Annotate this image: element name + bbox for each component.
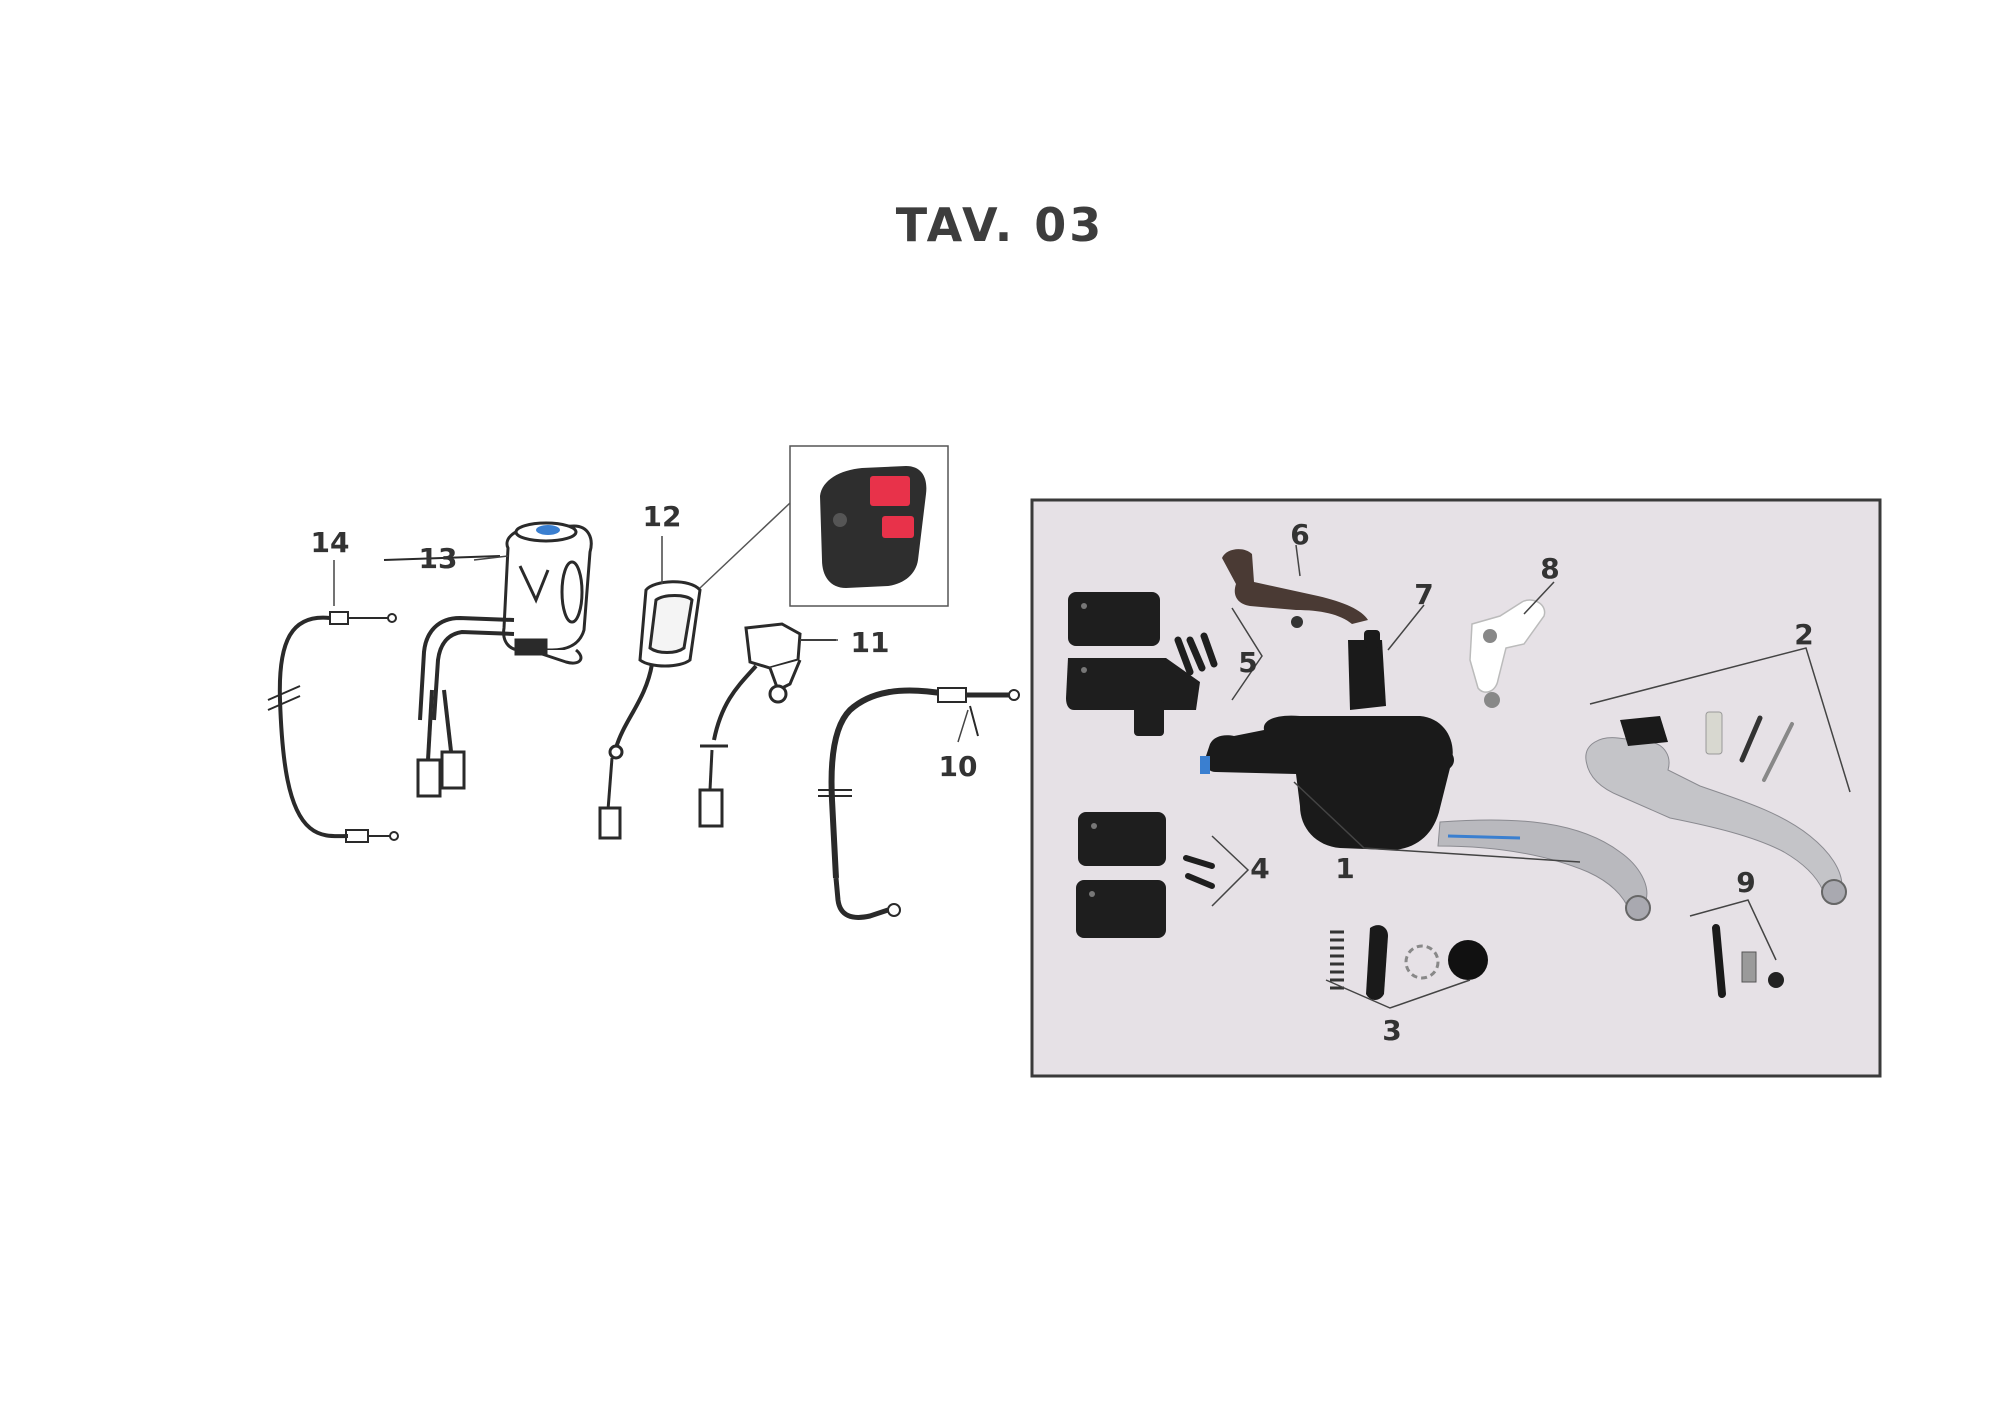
switch-inset xyxy=(699,445,949,607)
seal-kit-part xyxy=(1330,925,1488,1000)
switch-button-red-lower xyxy=(882,516,914,538)
master-cylinder-part xyxy=(1200,630,1651,921)
white-bracket-part xyxy=(1469,599,1546,708)
callout-labels: 1 2 3 4 5 6 7 8 9 10 11 12 13 14 xyxy=(311,500,1814,1047)
callout-6: 6 xyxy=(1290,518,1309,551)
callout-1: 1 xyxy=(1335,852,1354,885)
callout-7: 7 xyxy=(1414,578,1433,611)
callout-11: 11 xyxy=(851,626,890,659)
lever-adjuster-part xyxy=(1222,549,1368,628)
pivot-bolt-part xyxy=(1712,924,1784,998)
switch-cover-part xyxy=(598,580,702,840)
callout-13: 13 xyxy=(419,542,458,575)
leader-lines xyxy=(333,536,1851,1009)
callout-8: 8 xyxy=(1540,552,1559,585)
callout-2: 2 xyxy=(1794,618,1813,651)
throttle-cable-part xyxy=(267,611,399,843)
reservoir-cap-part-5 xyxy=(1066,592,1218,736)
brake-hose-part xyxy=(818,687,1020,920)
callout-5: 5 xyxy=(1238,646,1257,679)
callout-9: 9 xyxy=(1736,866,1755,899)
callout-10: 10 xyxy=(939,750,978,783)
callout-3: 3 xyxy=(1382,1014,1401,1047)
clutch-switch-part xyxy=(698,622,836,828)
callout-12: 12 xyxy=(643,500,682,533)
throttle-housing-part xyxy=(383,521,593,798)
silver-lever-part xyxy=(1585,711,1847,905)
callout-4: 4 xyxy=(1250,852,1269,885)
reservoir-cap-part-4 xyxy=(1076,812,1215,938)
callout-14: 14 xyxy=(311,526,350,559)
parts-photo-panel xyxy=(1030,498,1882,1078)
switch-unit-photo xyxy=(820,466,927,588)
switch-button-red xyxy=(870,476,910,506)
page-title: TAV. 03 xyxy=(895,198,1105,252)
